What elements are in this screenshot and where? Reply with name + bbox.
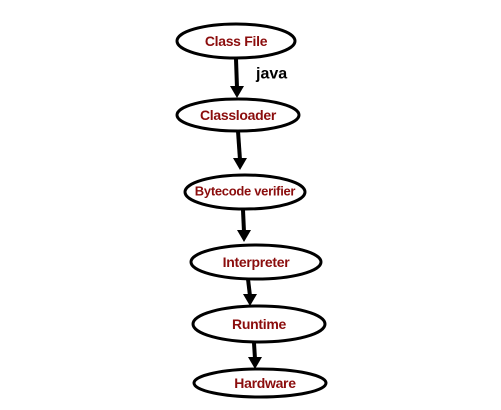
edge-runtime-to-hardware — [248, 342, 262, 369]
node-ellipse — [183, 173, 307, 211]
node-label-runtime: Runtime — [232, 316, 286, 332]
edge-line — [236, 130, 242, 161]
node-ellipse — [175, 97, 301, 133]
node-label-classloader: Classloader — [200, 107, 277, 123]
node-hardware: Hardware — [192, 367, 328, 399]
node-runtime: Runtime — [191, 304, 327, 344]
node-ellipse — [175, 22, 297, 60]
edge-label-java: java — [255, 66, 287, 83]
node-ellipse — [189, 243, 323, 281]
edge-bytecode-verifier-to-interpreter — [237, 209, 251, 242]
arrowhead — [230, 86, 244, 98]
edge-class-file-to-classloader: java — [230, 58, 287, 98]
node-ellipse — [191, 304, 327, 344]
edge-line — [246, 278, 252, 297]
edge-line — [252, 342, 257, 360]
node-bytecode-verifier: Bytecode verifier — [183, 173, 307, 211]
arrowhead — [248, 357, 262, 369]
edge-line — [234, 58, 239, 89]
arrowhead — [237, 230, 251, 242]
node-label-bytecode-verifier: Bytecode verifier — [195, 184, 296, 199]
edge-classloader-to-bytecode-verifier — [233, 130, 247, 170]
node-label-hardware: Hardware — [234, 375, 296, 391]
node-classloader: Classloader — [175, 97, 301, 133]
edge-interpreter-to-runtime — [243, 278, 257, 306]
node-class-file: Class File — [175, 22, 297, 60]
node-interpreter: Interpreter — [189, 243, 323, 281]
node-label-interpreter: Interpreter — [223, 254, 291, 270]
node-label-class-file: Class File — [205, 33, 268, 49]
arrowhead — [243, 294, 257, 306]
node-ellipse — [192, 367, 328, 399]
edge-line — [241, 209, 246, 233]
arrowhead — [233, 158, 247, 170]
